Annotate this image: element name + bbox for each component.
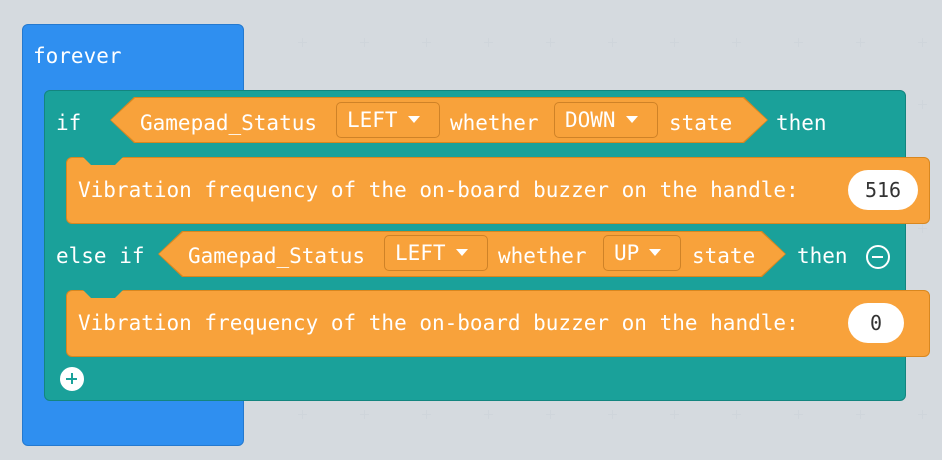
grid-mark (360, 38, 369, 47)
caret-down-icon (625, 115, 638, 123)
grid-mark (732, 410, 741, 419)
minus-circle-icon[interactable] (866, 245, 890, 269)
grid-mark (794, 38, 803, 47)
if-label: if (56, 111, 82, 135)
grid-mark (608, 38, 617, 47)
condition-2-key-dropdown[interactable]: LEFT (384, 235, 488, 271)
plus-circle-icon[interactable] (60, 367, 84, 391)
condition-1-key-dropdown[interactable]: LEFT (336, 102, 440, 138)
then-label: then (776, 111, 827, 135)
condition-1-whether: whether (450, 111, 539, 135)
caret-down-icon (407, 115, 420, 123)
grid-mark (856, 38, 865, 47)
condition-2-state-value: UP (614, 241, 640, 265)
condition-1-state-value: DOWN (565, 108, 616, 132)
grid-mark (670, 410, 679, 419)
grid-mark (732, 38, 741, 47)
condition-1-state: state (669, 111, 733, 135)
condition-2-name: Gamepad_Status (188, 244, 366, 268)
else-if-then-label: then (797, 244, 848, 268)
statement-2-block[interactable] (66, 290, 930, 357)
grid-mark (546, 410, 555, 419)
else-if-label: else if (56, 244, 145, 268)
caret-down-icon (455, 248, 468, 256)
grid-mark (298, 38, 307, 47)
grid-mark (422, 38, 431, 47)
statement-notch (83, 157, 123, 165)
grid-mark (608, 410, 617, 419)
statement-1-value-input[interactable]: 516 (848, 170, 918, 210)
grid-mark (918, 38, 927, 47)
condition-2-key-value: LEFT (395, 241, 446, 265)
condition-2-state-dropdown[interactable]: UP (603, 235, 681, 271)
forever-label: forever (33, 44, 122, 68)
grid-mark (484, 410, 493, 419)
caret-down-icon (649, 248, 662, 256)
grid-mark (794, 410, 803, 419)
grid-mark (918, 100, 927, 109)
grid-mark (484, 38, 493, 47)
statement-2-value-input[interactable]: 0 (848, 303, 904, 343)
condition-1-state-dropdown[interactable]: DOWN (554, 102, 658, 138)
grid-mark (546, 38, 555, 47)
statement-1-block[interactable] (66, 157, 930, 224)
grid-mark (670, 38, 679, 47)
condition-1-name: Gamepad_Status (140, 111, 318, 135)
grid-mark (360, 410, 369, 419)
statement-2-text: Vibration frequency of the on-board buzz… (78, 311, 799, 335)
grid-mark (422, 410, 431, 419)
grid-mark (856, 410, 865, 419)
statement-notch (83, 290, 123, 298)
grid-mark (918, 224, 927, 233)
condition-2-state: state (692, 244, 756, 268)
condition-2-whether: whether (498, 244, 587, 268)
grid-mark (918, 410, 927, 419)
condition-1-key-value: LEFT (347, 108, 398, 132)
statement-1-text: Vibration frequency of the on-board buzz… (78, 178, 799, 202)
grid-mark (298, 410, 307, 419)
